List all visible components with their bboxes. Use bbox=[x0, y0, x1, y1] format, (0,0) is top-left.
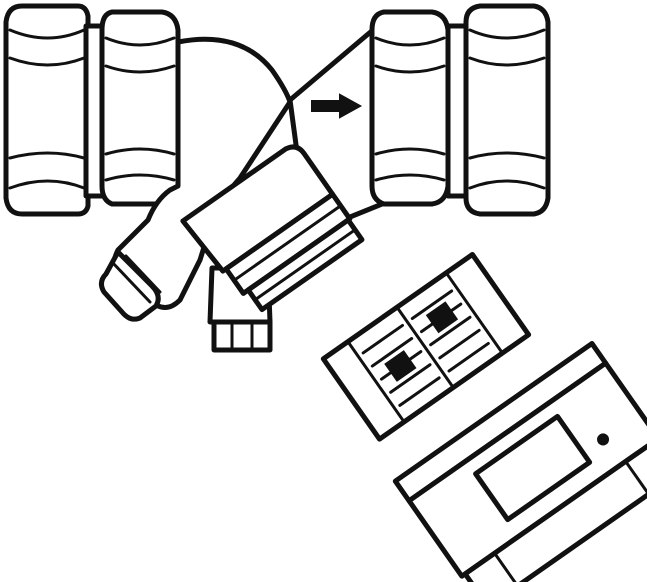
left-union-nut bbox=[3, 3, 181, 217]
presetting-scale bbox=[320, 251, 532, 442]
bonnet-assembly bbox=[180, 144, 365, 313]
handwheel bbox=[392, 340, 647, 582]
right-union-nut bbox=[369, 3, 551, 217]
arrow-right-icon bbox=[311, 93, 363, 119]
valve-body bbox=[98, 36, 293, 353]
